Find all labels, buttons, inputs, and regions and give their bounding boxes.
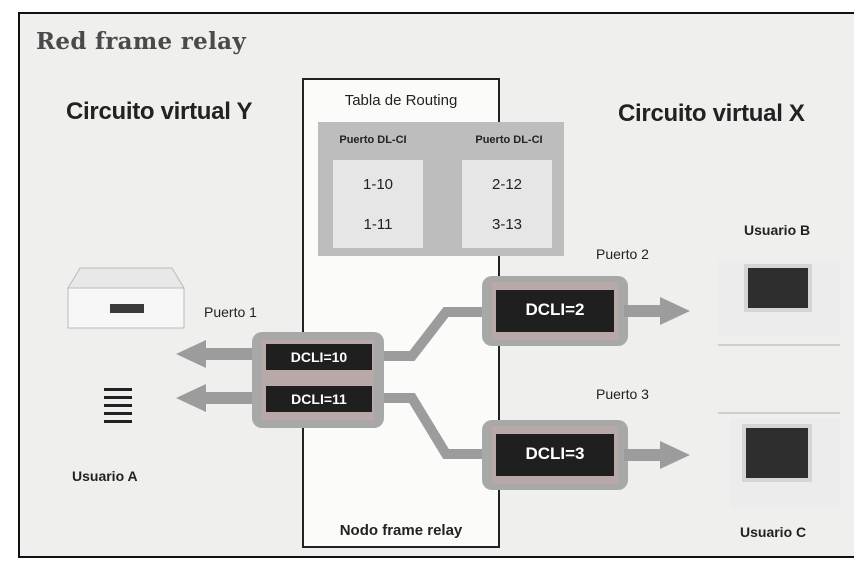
routing-table-title: Tabla de Routing xyxy=(344,92,458,109)
dlci-10-box xyxy=(266,344,372,370)
link-11-to-3 xyxy=(384,393,484,459)
routing-table-cell: 2-12 xyxy=(491,176,523,193)
right-heading: Circuito virtual X xyxy=(618,100,805,127)
user-a-keyboard-icon xyxy=(104,388,132,423)
dlci-2-box xyxy=(496,290,614,332)
user-c-label: Usuario C xyxy=(740,524,807,540)
dlci-2-label: DCLI=2 xyxy=(525,300,585,319)
link-10-to-2 xyxy=(384,307,484,361)
routing-table-cell: 3-13 xyxy=(491,216,523,233)
routing-table-cell: 1-10 xyxy=(362,176,394,193)
left-heading: Circuito virtual Y xyxy=(66,98,253,125)
routing-table-header: Puerto DL-CI xyxy=(475,134,543,146)
port-3-label: Puerto 3 xyxy=(596,386,649,402)
dlci-10-label: DCLI=10 xyxy=(290,349,348,365)
dlci-11-label: DCLI=11 xyxy=(291,391,347,407)
user-b-label: Usuario B xyxy=(744,222,811,238)
arrow-right-2 xyxy=(624,297,690,325)
dlci-3-box xyxy=(496,434,614,476)
node-label: Nodo frame relay xyxy=(339,522,463,539)
dlci-3-label: DCLI=3 xyxy=(525,444,585,463)
routing-table-column xyxy=(333,160,423,248)
dlci-11-box xyxy=(266,386,372,412)
user-a-label: Usuario A xyxy=(72,468,138,484)
figure-title: Red frame relay xyxy=(36,28,246,55)
arrow-left-11 xyxy=(176,384,260,412)
routing-table-cell: 1-11 xyxy=(363,216,393,233)
port-2-label: Puerto 2 xyxy=(596,246,649,262)
routing-table-header: Puerto DL-CI xyxy=(339,134,407,146)
arrow-left-10 xyxy=(176,340,260,368)
routing-table-column xyxy=(462,160,552,248)
arrow-right-3 xyxy=(624,441,690,469)
port-1-label: Puerto 1 xyxy=(204,304,257,320)
user-c-terminal-icon xyxy=(718,412,840,508)
user-b-terminal-icon xyxy=(718,260,840,346)
user-a-server-icon xyxy=(67,267,185,329)
